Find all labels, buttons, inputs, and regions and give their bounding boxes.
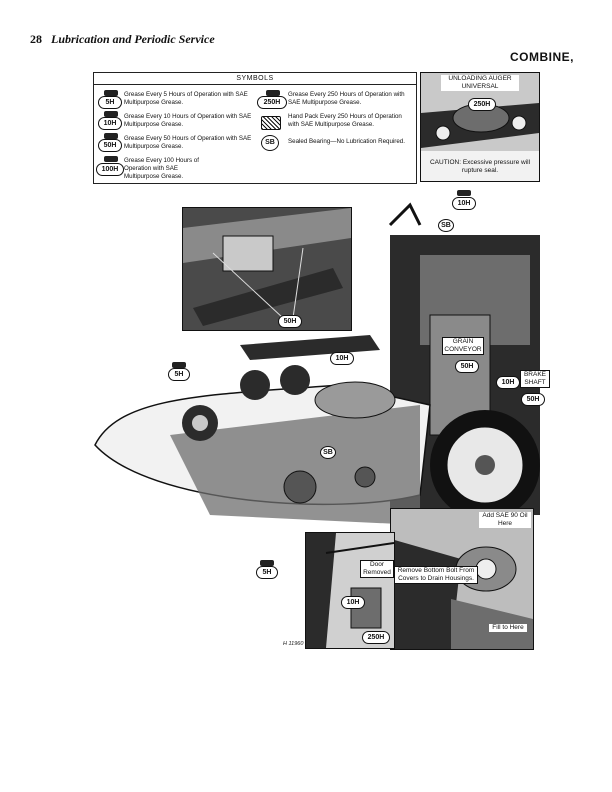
caution-text: CAUTION: Excessive pressure will rupture…	[429, 159, 531, 174]
feeder-photo	[183, 208, 351, 330]
add-oil-label: Add SAE 90 Oil Here	[479, 512, 531, 528]
symbol-badge-250h: 250H	[257, 96, 287, 109]
symbol-badge-50h: 50H	[98, 139, 122, 152]
page-title: Lubrication and Periodic Service	[51, 32, 215, 46]
combine-illustration	[90, 195, 550, 655]
page-number: 28	[30, 32, 42, 46]
symbol-text-100h: Grease Every 100 Hours of Operation with…	[124, 157, 199, 180]
door-inset: Door Removed 10H 250H	[305, 532, 395, 649]
door-badge-10h: 10H	[341, 596, 365, 609]
feeder-inset: 50H	[182, 207, 352, 331]
hand-pack-icon	[261, 116, 281, 130]
symbols-title: SYMBOLS	[94, 73, 416, 85]
grain-conveyor-label: GRAIN CONVEYOR	[442, 337, 484, 355]
symbols-legend: SYMBOLS 5H Grease Every 5 Hours of Opera…	[93, 72, 417, 184]
grease-gun-icon	[172, 362, 186, 368]
figure-id: H 11960	[283, 641, 304, 647]
callout-10h-mid: 10H	[330, 352, 354, 365]
brake-shaft-label: BRAKE SHAFT	[520, 370, 550, 388]
unloading-auger-inset: UNLOADING AUGER UNIVERSAL 250H CAUTION: …	[420, 72, 540, 182]
symbol-badge-sb: SB	[261, 135, 279, 151]
door-removed-label: Door Removed	[360, 560, 394, 578]
callout-50h-brake: 50H	[521, 393, 545, 406]
fill-to-label: Fill to Here	[489, 624, 527, 632]
door-badge-250h: 250H	[362, 631, 390, 644]
grease-gun-icon	[104, 111, 118, 117]
combine-photo	[94, 202, 540, 525]
callout-5h-bottom: 5H	[256, 566, 278, 579]
callout-50h-grain: 50H	[455, 360, 479, 373]
symbol-badge-100h: 100H	[96, 163, 124, 176]
symbol-text-50h: Grease Every 50 Hours of Operation with …	[124, 135, 252, 150]
symbol-badge-10h: 10H	[98, 117, 122, 130]
feeder-badge-50h: 50H	[278, 315, 302, 328]
symbol-text-250h: Grease Every 250 Hours of Operation with…	[288, 91, 405, 106]
callout-5h-left: 5H	[168, 368, 190, 381]
page-header: 28 Lubrication and Periodic Service	[30, 32, 215, 47]
symbol-badge-5h: 5H	[98, 96, 122, 109]
gearbox-inset: Add SAE 90 Oil Here Remove Bottom Bolt F…	[390, 508, 534, 650]
symbol-text-hand-pack: Hand Pack Every 250 Hours of Operation w…	[288, 113, 402, 128]
remove-bolt-label: Remove Bottom Bolt From Covers to Drain …	[394, 566, 478, 584]
door-photo	[306, 533, 394, 648]
inset-badge-250h: 250H	[468, 98, 496, 111]
callout-sb-top: SB	[438, 219, 454, 232]
symbol-text-10h: Grease Every 10 Hours of Operation with …	[124, 113, 252, 128]
inset-title: UNLOADING AUGER UNIVERSAL	[441, 75, 519, 91]
section-title: COMBINE,	[510, 50, 574, 64]
callout-10h-top: 10H	[452, 197, 476, 210]
grease-gun-icon	[104, 90, 118, 96]
callout-10h-brake: 10H	[496, 376, 520, 389]
grease-gun-icon	[266, 90, 280, 96]
symbol-text-5h: Grease Every 5 Hours of Operation with S…	[124, 91, 248, 106]
grease-gun-icon	[260, 560, 274, 566]
auger-universal-photo	[421, 73, 539, 181]
grease-gun-icon	[457, 190, 471, 196]
grease-gun-icon	[104, 133, 118, 139]
callout-sb-mid: SB	[320, 446, 336, 459]
symbol-text-sb: Sealed Bearing—No Lubrication Required.	[288, 138, 405, 145]
grease-gun-icon	[104, 156, 118, 162]
